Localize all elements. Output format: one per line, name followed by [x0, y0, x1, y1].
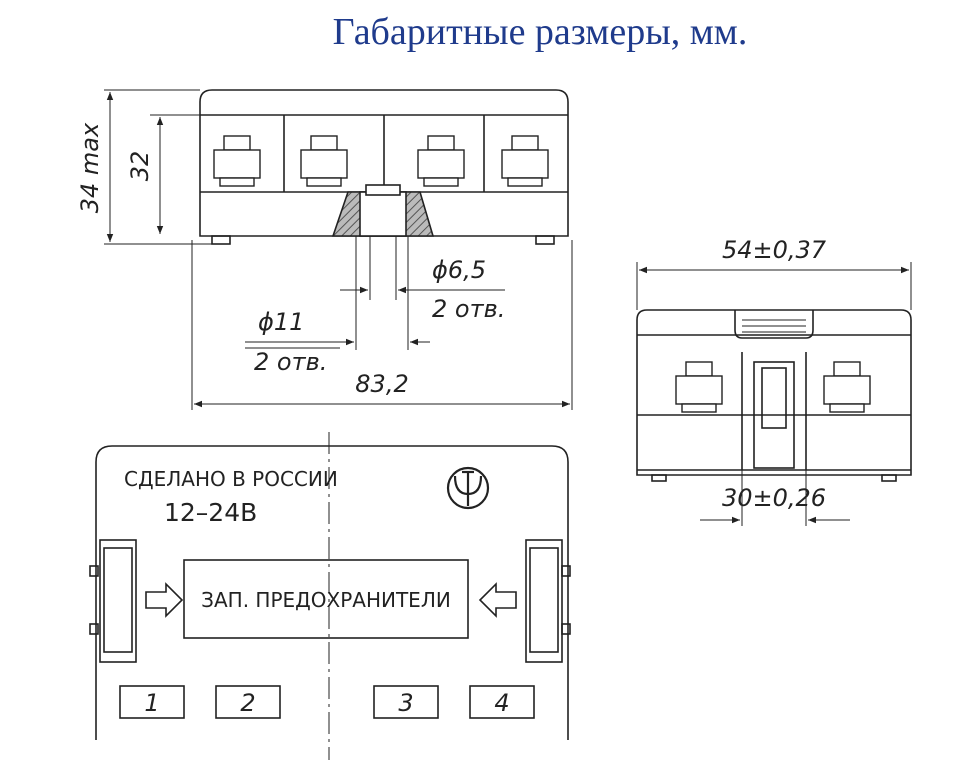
fuse-slot-2-label: 2 — [240, 689, 255, 717]
page-title: Габаритные размеры, мм. — [332, 11, 748, 53]
side-terminal-screw-right — [823, 361, 871, 413]
dim-height: 32 — [126, 151, 154, 182]
side-terminal-screw-left — [675, 361, 723, 413]
manufacturer-logo — [446, 466, 490, 510]
side-view — [636, 309, 912, 482]
dim-hole-large-count: 2 отв. — [254, 348, 327, 376]
dim-hole-large-diameter: ϕ11 — [258, 308, 304, 336]
top-view — [89, 432, 571, 760]
spare-fuses-label: ЗАП. ПРЕДОХРАНИТЕЛИ — [201, 588, 451, 612]
terminal-screw-1 — [213, 135, 261, 187]
front-view — [199, 89, 569, 245]
dim-length: 83,2 — [355, 370, 408, 398]
dim-height-max: 34 max — [76, 122, 104, 213]
front-dimension-lines — [104, 89, 573, 410]
terminal-screw-2 — [300, 135, 348, 187]
dim-inner-width: 30±0,26 — [722, 484, 826, 512]
spare-fuses-box — [183, 559, 469, 639]
terminal-screw-3 — [417, 135, 465, 187]
fuse-slot-3: 3 — [373, 685, 439, 719]
fuse-slot-3-label: 3 — [398, 689, 413, 717]
fuse-slot-1-label: 1 — [144, 689, 159, 717]
dim-hole-small-count: 2 отв. — [432, 295, 505, 323]
dim-width: 54±0,37 — [722, 236, 827, 264]
fuse-slot-4: 4 — [469, 685, 535, 719]
voltage-label: 12–24В — [164, 498, 257, 527]
made-in-label: СДЕЛАНО В РОССИИ — [124, 467, 338, 491]
fuse-slot-4-label: 4 — [494, 689, 509, 717]
dim-hole-small-diameter: ϕ6,5 — [432, 256, 486, 284]
fuse-slot-1: 1 — [119, 685, 185, 719]
terminal-screw-4 — [501, 135, 549, 187]
side-dimension-lines — [636, 262, 912, 526]
fuse-slot-2: 2 — [215, 685, 281, 719]
